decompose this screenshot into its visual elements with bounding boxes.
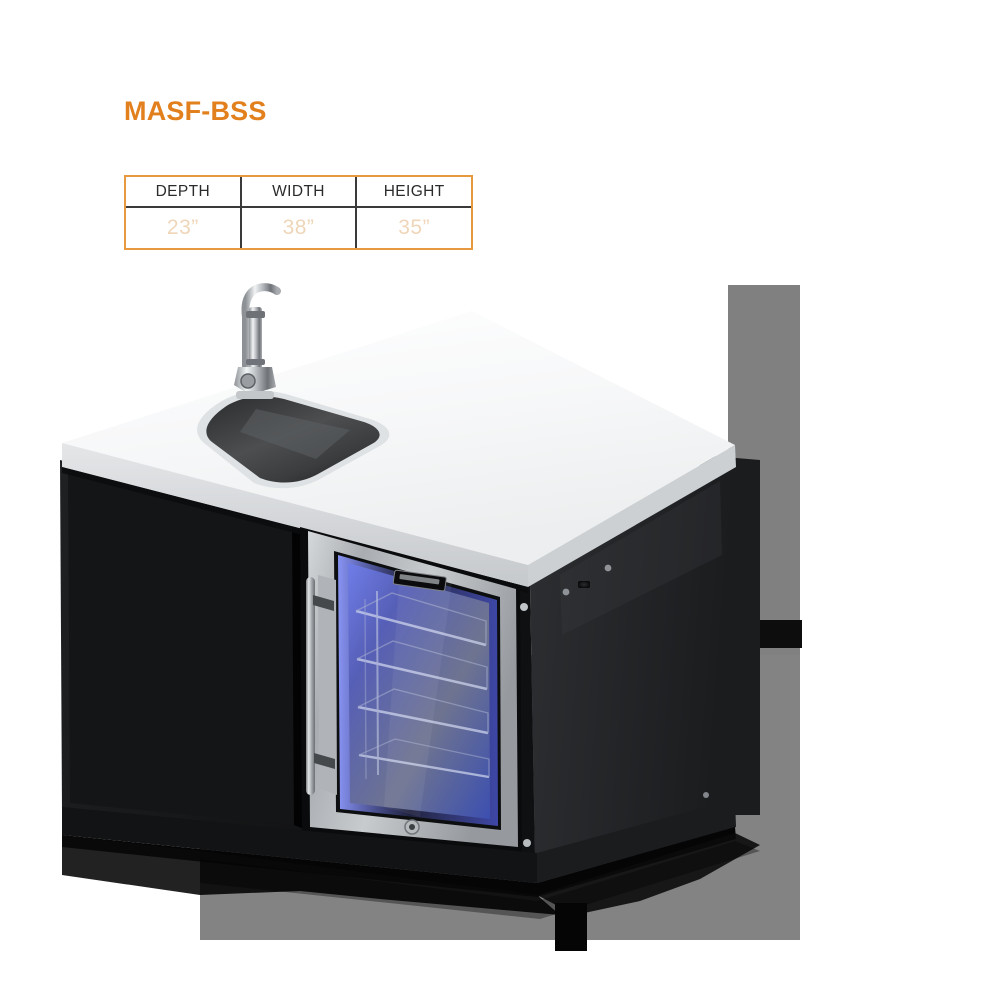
floor-shadow-right <box>537 833 760 915</box>
left-cabinet-panel <box>68 465 294 825</box>
shelf-2-depth <box>356 640 488 689</box>
hinge-pin-top <box>520 603 528 611</box>
sink-basin-highlight <box>240 409 350 459</box>
right-side-panel <box>530 465 735 855</box>
table-header-row: DEPTH WIDTH HEIGHT <box>126 177 471 208</box>
screw-side-lower <box>703 792 709 798</box>
handle-bar[interactable] <box>306 577 315 795</box>
shelf-4 <box>358 753 490 779</box>
faucet-spout <box>241 283 281 384</box>
base-plinth-right <box>537 799 736 883</box>
hinge-pin-bottom <box>523 839 531 847</box>
table-value-cell-width: 38” <box>239 208 356 248</box>
floor-shadow-left <box>62 835 200 895</box>
handle-standoff-top <box>313 595 334 611</box>
shelf-3 <box>357 705 489 735</box>
right-shadow-strip <box>760 620 802 648</box>
brand-badge <box>392 569 447 592</box>
column-header-depth: DEPTH <box>155 182 211 200</box>
screw-front-left <box>562 588 570 596</box>
table-value-cell-height: 35” <box>355 208 471 248</box>
table-value-row: 23” 38” 35” <box>126 208 471 248</box>
countertop-surface <box>62 311 735 565</box>
column-header-height: HEIGHT <box>383 182 445 200</box>
product-image <box>0 255 1000 955</box>
handle-mount-plate <box>318 575 337 795</box>
shelf-support-rail <box>376 590 379 776</box>
column-header-width: WIDTH <box>272 182 325 200</box>
shelf-2 <box>356 657 488 691</box>
floor-shadow-soft <box>200 841 760 919</box>
value-depth: 23” <box>166 216 199 239</box>
countertop-right-edge <box>528 445 736 587</box>
dimensions-table: DEPTH WIDTH HEIGHT 23” 38” 35” <box>124 175 473 250</box>
base-plinth-front <box>62 807 537 883</box>
table-header-cell-depth: DEPTH <box>126 177 240 206</box>
value-height: 35” <box>398 216 431 239</box>
faucet-collar-upper <box>246 311 265 318</box>
support-leg <box>555 903 587 951</box>
screw-front-right <box>604 564 612 572</box>
faucet-handle-knob[interactable] <box>240 373 256 389</box>
page-title: MASF-BSS <box>124 96 267 126</box>
faucet-body <box>249 307 262 385</box>
glass-reflection <box>384 567 452 817</box>
table-header-cell-height: HEIGHT <box>355 177 471 206</box>
wire-shelves <box>355 590 490 780</box>
door-handle[interactable] <box>306 575 337 795</box>
faucet-base-plate <box>236 391 274 399</box>
table-value-cell-depth: 23” <box>126 208 240 248</box>
handle-standoff-bottom <box>314 753 335 769</box>
shelf-support-rail-2 <box>364 598 367 780</box>
table-header-cell-width: WIDTH <box>239 177 356 206</box>
faucet <box>234 283 281 399</box>
countertop-front-edge <box>62 443 528 587</box>
door-lock[interactable] <box>404 819 420 835</box>
value-width: 38” <box>282 216 315 239</box>
door-glass-pane <box>348 563 490 819</box>
faucet-collar-lower <box>246 359 265 365</box>
right-side-sheen <box>560 481 722 635</box>
shelf-3-depth <box>357 688 489 733</box>
shelf-1-depth <box>355 592 487 645</box>
floor-shadow-front <box>200 851 560 915</box>
vent-slot-upper <box>578 581 590 588</box>
base-plinth-underside <box>62 827 736 897</box>
product-illustration <box>60 283 802 951</box>
